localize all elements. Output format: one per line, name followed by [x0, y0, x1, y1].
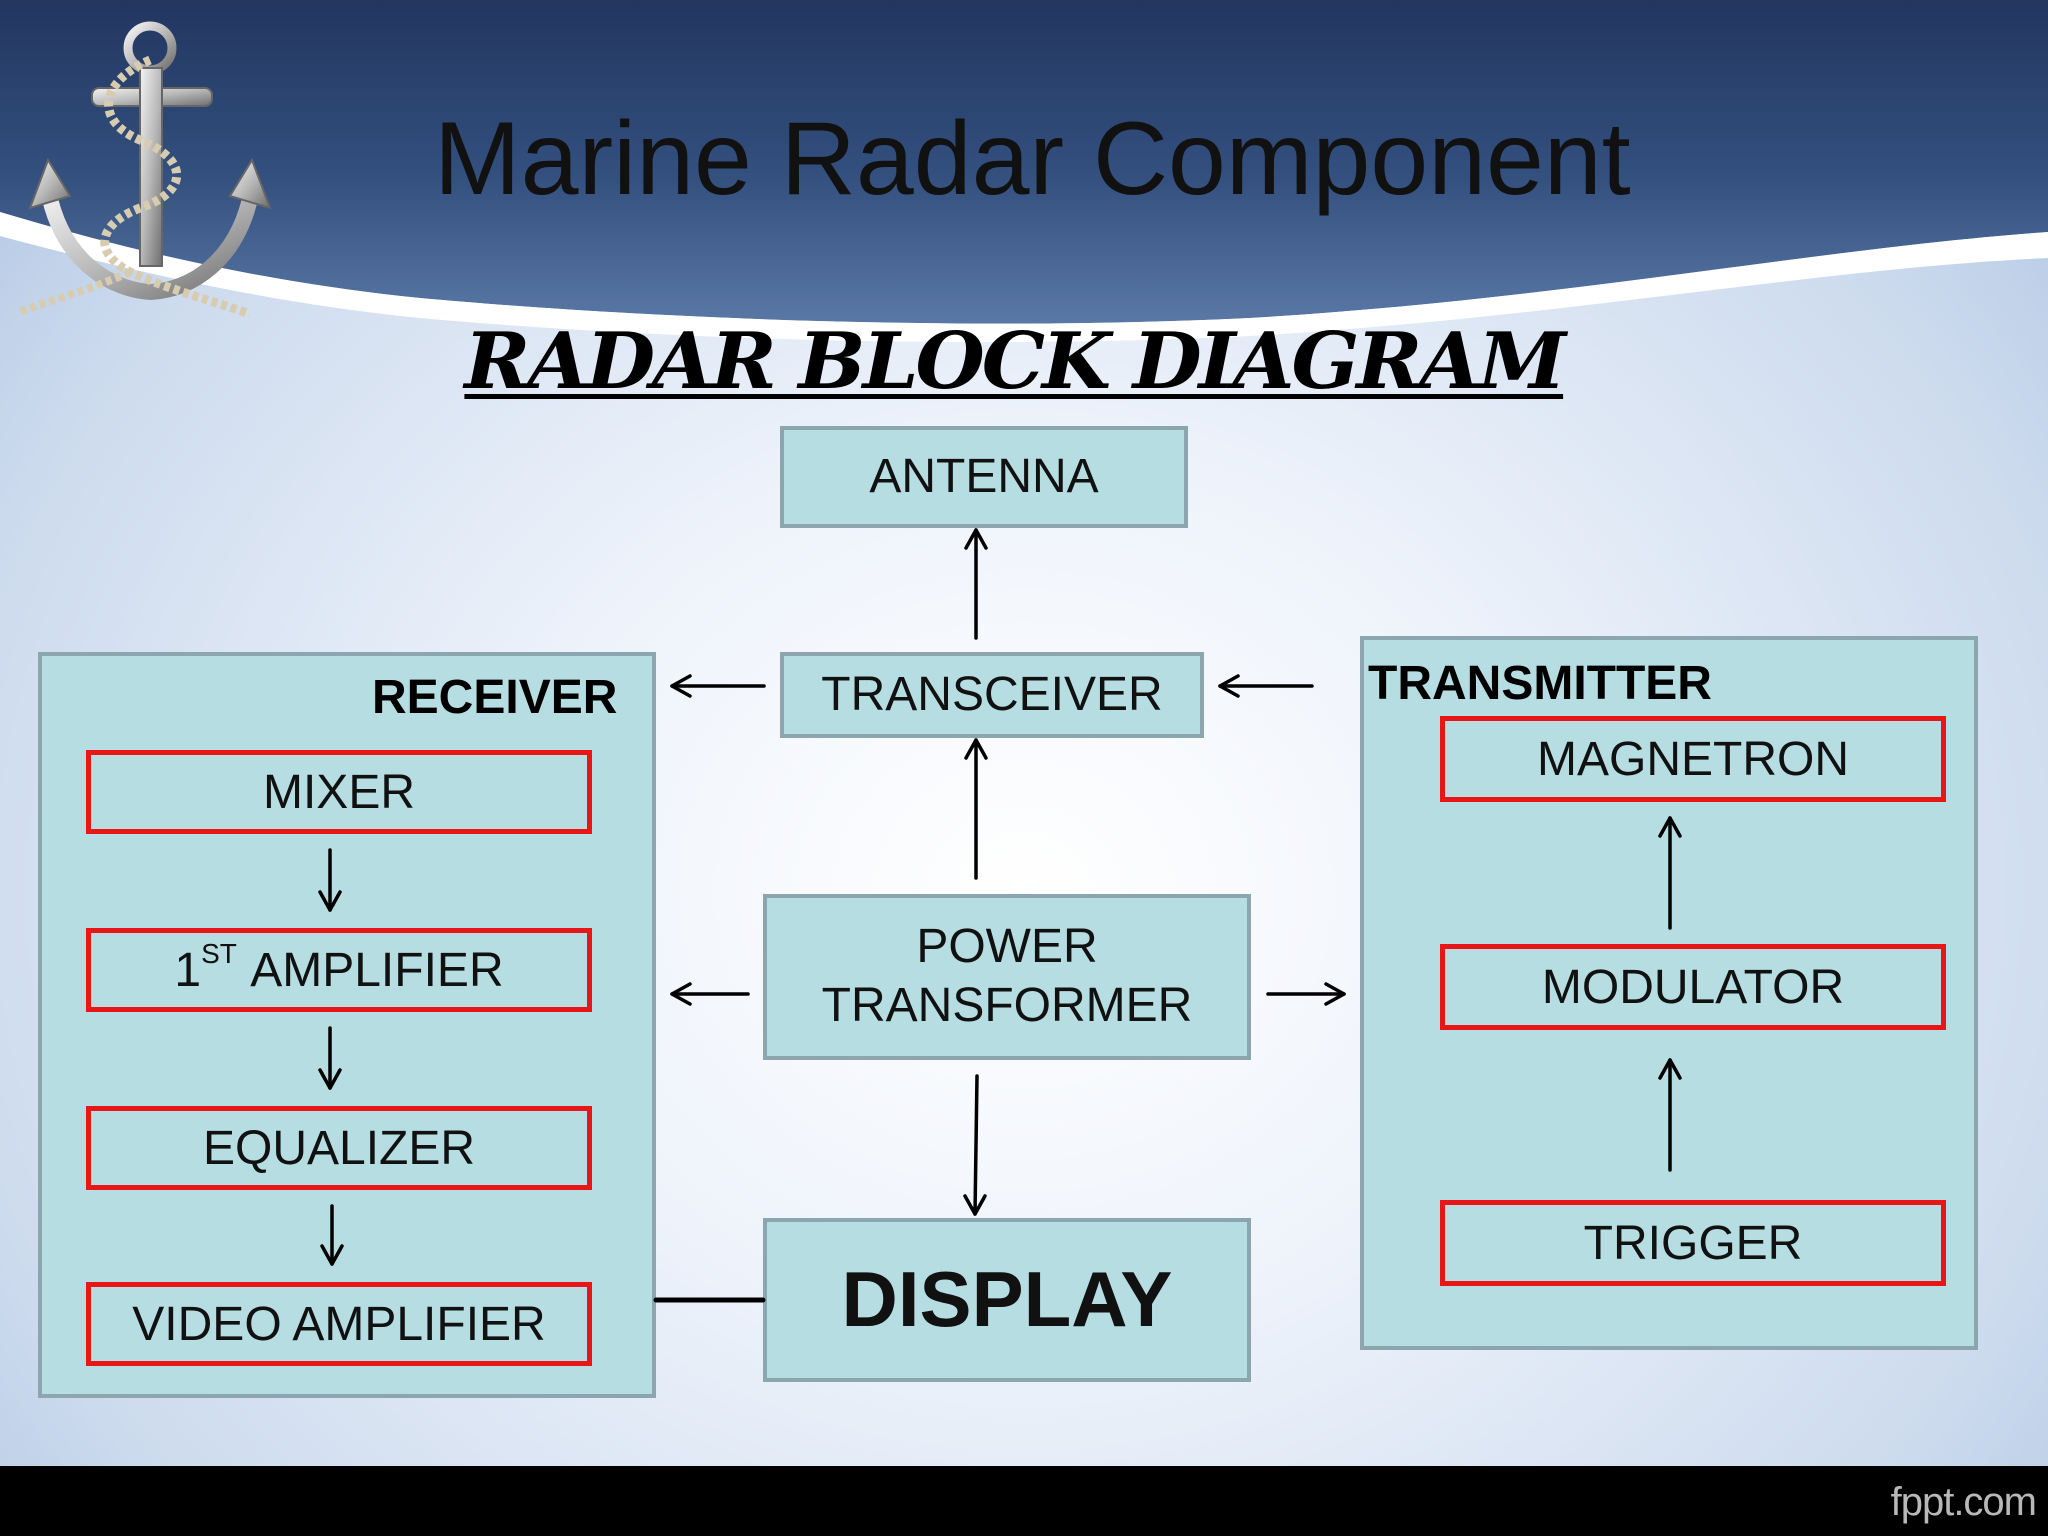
power-transformer-block: POWER TRANSFORMER [763, 894, 1251, 1060]
arrow-power-to-receiver [670, 982, 750, 1006]
antenna-block: ANTENNA [780, 426, 1188, 528]
receiver-panel [38, 652, 656, 1398]
header-banner [0, 0, 2048, 343]
first-amplifier-ordinal-suffix: ST [201, 938, 237, 969]
transmitter-label: TRANSMITTER [1368, 657, 1712, 710]
arrow-power-to-transceiver [964, 738, 988, 880]
receiver-label: RECEIVER [372, 671, 618, 724]
diagram-title: RADAR BLOCK DIAGRAM [464, 316, 1566, 407]
equalizer-block: EQUALIZER [86, 1106, 592, 1190]
transceiver-block: TRANSCEIVER [780, 652, 1204, 738]
modulator-block: MODULATOR [1440, 944, 1946, 1030]
anchor-icon [18, 21, 272, 319]
power-transformer-line2: TRANSFORMER [821, 979, 1193, 1032]
magnetron-block: MAGNETRON [1440, 716, 1946, 802]
arrow-transceiver-to-antenna [964, 528, 988, 640]
first-amplifier-ordinal: 1 [174, 943, 202, 997]
trigger-block: TRIGGER [1440, 1200, 1946, 1286]
transmitter-panel [1360, 636, 1978, 1350]
display-block: DISPLAY [763, 1218, 1251, 1382]
mixer-block: MIXER [86, 750, 592, 834]
arrow-power-to-transmitter [1266, 982, 1346, 1006]
power-transformer-line1: POWER [916, 920, 1098, 974]
arrow-power-to-display [963, 1074, 987, 1216]
footer-brand: fppt.com [1890, 1480, 2037, 1524]
arrow-transceiver-to-receiver [670, 674, 766, 698]
first-amplifier-text: AMPLIFIER [250, 943, 504, 997]
slide-title: Marine Radar Component [434, 101, 1631, 217]
footer-bar [0, 1466, 2048, 1536]
video-amplifier-block: VIDEO AMPLIFIER [86, 1282, 592, 1366]
arrow-transmitter-to-transceiver [1218, 674, 1314, 698]
